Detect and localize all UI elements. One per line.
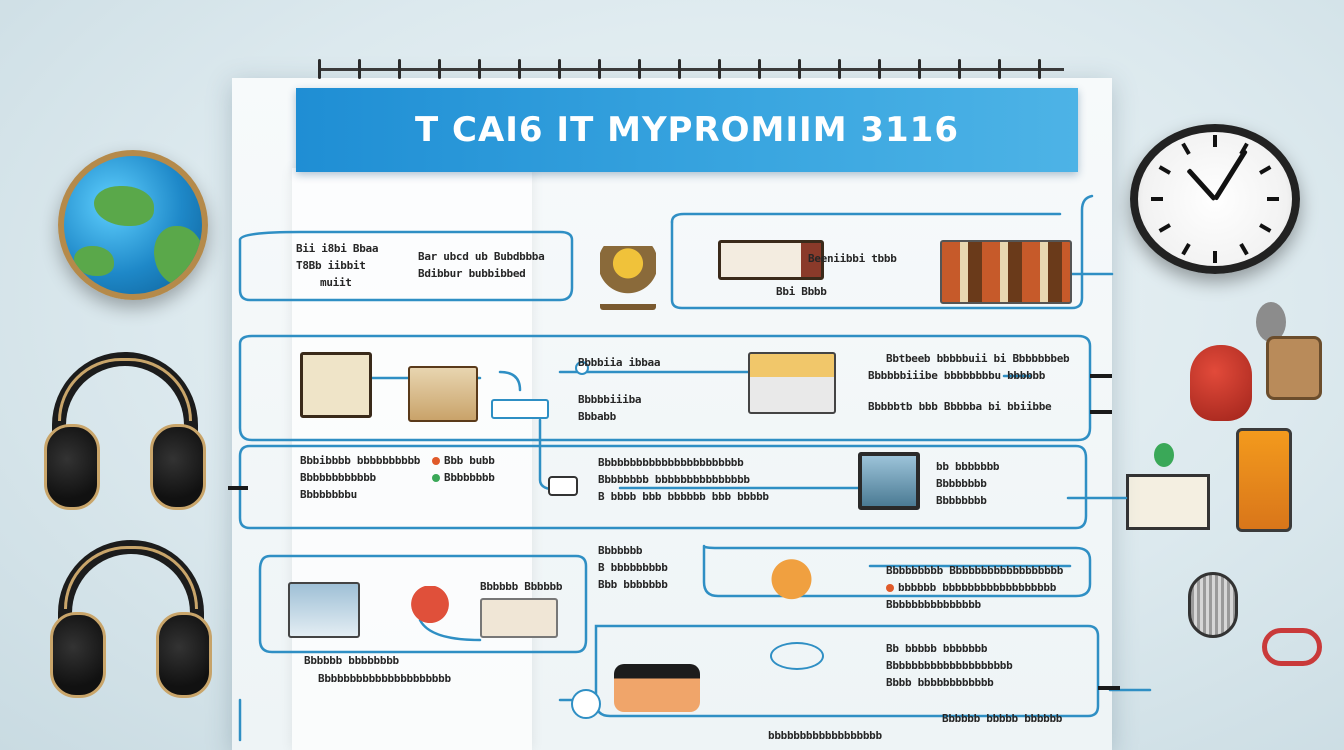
text-line: Bb bbbbb bbbbbbb xyxy=(886,642,988,655)
desk-illustration xyxy=(748,352,836,414)
text-line: Bbbbbb bbbbb bbbbbb xyxy=(942,712,1063,725)
camera-icon xyxy=(1266,336,1322,400)
headphones-icon xyxy=(40,352,210,512)
text-block-7: Bbb bubb Bbbbbbbb xyxy=(432,452,495,486)
text-line: Bbbbbbbbbbbbbbbbbbbbb xyxy=(318,672,451,685)
text-line: Bbb bbbbbbb xyxy=(598,578,668,592)
text-line: Bbbbbb Bbbbbb xyxy=(480,580,563,593)
text-line: Bbi Bbbb xyxy=(776,285,827,299)
text-line: Bbtbeeb bbbbbuii bi Bbbbbbbeb xyxy=(886,352,1070,365)
text-block-5: Bbtbeeb bbbbbuii bi Bbbbbbbeb Bbbbbbiiib… xyxy=(868,350,1070,415)
collage-illustration xyxy=(940,240,1072,304)
text-line: Bbbbbbbbbbbbbbbbbbbbbbb xyxy=(598,456,744,469)
text-line: bb bbbbbbb xyxy=(936,460,1000,473)
text-line: Bbbbbbbbbbbbbbb xyxy=(886,598,981,612)
text-line: bbbbbbbbbbbbbbbbbb xyxy=(768,729,882,743)
text-line: Bar ubcd ub Bubdbbba xyxy=(418,250,545,263)
text-line: Bbbbbbbb xyxy=(936,494,987,508)
microphone-icon xyxy=(1188,572,1238,638)
headphones-icon xyxy=(46,540,216,700)
text-line: Bbb bubb xyxy=(432,452,495,469)
text-line: T8Bb iibbit xyxy=(296,259,366,273)
title-banner: T CAI6 IT MYPROMIIM 3116 xyxy=(296,88,1078,172)
monitor-illustration xyxy=(858,452,920,510)
cable-icon xyxy=(1262,628,1322,666)
lasso-illustration xyxy=(770,642,824,670)
text-line: Bbbbbiiiba xyxy=(578,393,642,407)
globe-illustration xyxy=(58,150,208,300)
robot-illustration xyxy=(614,664,700,712)
text-block-6: Bbbibbbb bbbbbbbbbb Bbbbbbbbbbbb Bbbbbbb… xyxy=(300,452,420,503)
text-block-9: bb bbbbbbb Bbbbbbbb Bbbbbbbb xyxy=(936,458,1000,509)
text-block-8: Bbbbbbbbbbbbbbbbbbbbbbb Bbbbbbbb bbbbbbb… xyxy=(598,454,769,505)
page-title: T CAI6 IT MYPROMIIM 3116 xyxy=(414,110,959,150)
text-line: Bbbbbbbb xyxy=(936,477,987,491)
text-block-1: Bii i8bi Bbaa T8Bb iibbit muiit xyxy=(296,240,379,291)
plant-illustration xyxy=(406,586,454,638)
text-line: Bbbbbbb xyxy=(598,544,643,557)
teapot-illustration xyxy=(760,554,830,610)
text-block-10: Bbbbbbb B bbbbbbbbb Bbb bbbbbbb xyxy=(598,542,668,593)
text-line: Bbbabb xyxy=(578,410,616,424)
text-block-4: Bbbbiia ibbaa Bbbbbiiiba Bbbabb xyxy=(578,354,661,425)
text-line: Bbbibbbb bbbbbbbbbb xyxy=(300,454,421,467)
text-line: Bii i8bi Bbaa xyxy=(296,242,379,255)
ticket-illustration xyxy=(288,582,360,638)
sheet-icon xyxy=(1126,474,1210,530)
text-line: Bbbb bbbbbbbbbbbb xyxy=(886,676,994,690)
text-block-3: Beeniibbi tbbb Bbi Bbbb xyxy=(776,250,897,300)
text-block-2: Bar ubcd ub Bubdbbba Bdibbur bubbibbed xyxy=(418,248,545,282)
book-illustration xyxy=(408,366,478,422)
text-block-16: Bbbbbb bbbbb bbbbbb bbbbbbbbbbbbbbbbbb xyxy=(768,710,1062,744)
text-line: B bbbbbbbbb xyxy=(598,561,668,575)
text-line: Bbbbbbbbbbbb xyxy=(300,471,376,485)
text-line: Bbbbbbiiibe bbbbbbbbu bbbbbb xyxy=(868,369,1046,383)
microphone-icon xyxy=(1256,302,1286,342)
text-block-12: Bbbbbbbbb Bbbbbbbbbbbbbbbbbb bbbbbb bbbb… xyxy=(886,562,1063,613)
text-line: Bbbbbbbbb Bbbbbbbbbbbbbbbbbb xyxy=(886,564,1064,577)
text-line: muiit xyxy=(320,276,352,290)
kiosk-illustration xyxy=(480,598,558,638)
text-line: Bdibbur bubbibbed xyxy=(418,267,526,281)
board-illustration xyxy=(300,352,372,418)
text-block-14: Bbbbbbbbbbbbbbbbbbbbb xyxy=(318,670,451,687)
text-line: B bbbb bbb bbbbbb bbb bbbbb xyxy=(598,490,769,504)
text-line: bbbbbb bbbbbbbbbbbbbbbbbb xyxy=(886,579,1063,596)
device-icon xyxy=(1236,428,1292,532)
text-block-11: Bbbbbb Bbbbbb xyxy=(480,578,563,595)
binder-rings xyxy=(318,59,1064,88)
text-block-15: Bb bbbbb bbbbbbb Bbbbbbbbbbbbbbbbbbbb Bb… xyxy=(886,640,1013,691)
text-line: Bbbbbbbbbbbbbbbbbbbb xyxy=(886,659,1013,673)
text-line: Bbbbbb bbbbbbbb xyxy=(304,654,399,667)
tools-illustration xyxy=(718,240,824,280)
coffee-illustration xyxy=(600,246,656,310)
text-block-13: Bbbbbb bbbbbbbb xyxy=(304,652,399,669)
cursor-illustration xyxy=(548,476,578,496)
clock-icon xyxy=(1130,124,1300,274)
text-line: Bbbbbbbb bbbbbbbbbbbbbbb xyxy=(598,473,750,487)
pin-icon xyxy=(1154,443,1174,467)
clock-tick xyxy=(1213,135,1217,147)
text-line: Bbbbiia ibbaa xyxy=(578,356,661,369)
text-line: Bbbbbbbbu xyxy=(300,488,357,502)
text-line: Bbbbbbbb xyxy=(432,469,495,486)
text-line: Bbbbbtb bbb Bbbbba bi bbiibbe xyxy=(868,400,1052,414)
text-line: Beeniibbi tbbb xyxy=(808,252,897,265)
bag-icon xyxy=(1190,345,1252,421)
